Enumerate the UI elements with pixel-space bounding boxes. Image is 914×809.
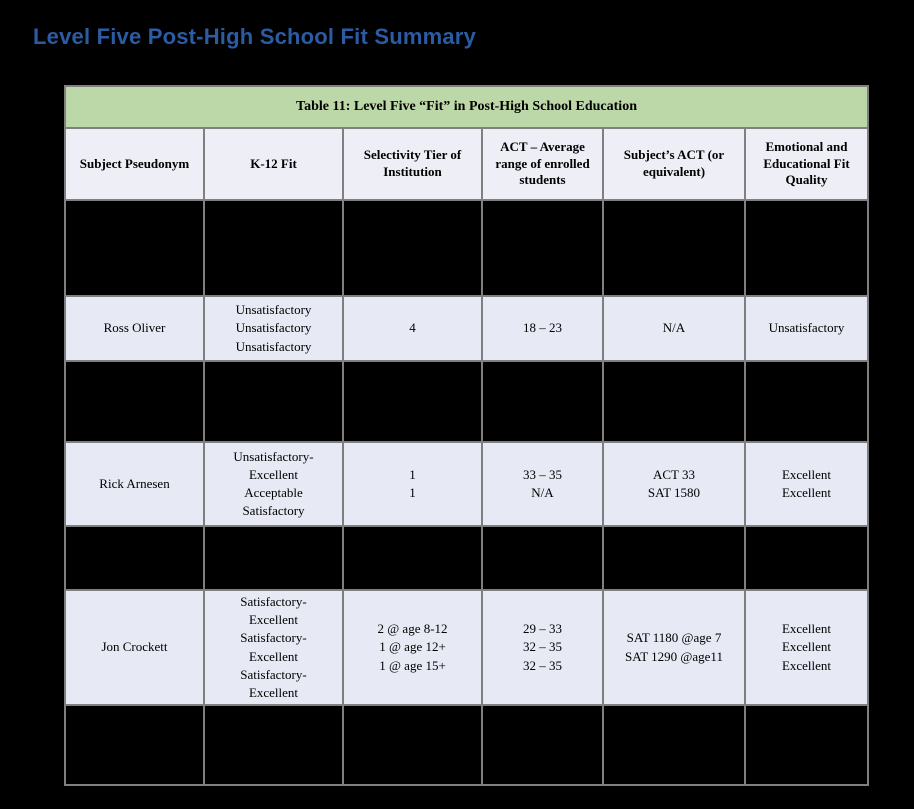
table-caption-row: Table 11: Level Five “Fit” in Post-High … bbox=[63, 85, 870, 129]
cell-k12-fit: Unsatisfactory Unsatisfactory Unsatisfac… bbox=[203, 295, 344, 362]
column-header-subject-pseudonym: Subject Pseudonym bbox=[64, 127, 205, 201]
column-header-act-range: ACT – Average range of enrolled students bbox=[481, 127, 604, 201]
redacted-cell bbox=[64, 704, 205, 787]
cell-fit-quality: Unsatisfactory bbox=[743, 295, 870, 362]
redacted-cell bbox=[602, 704, 746, 787]
cell-selectivity-tier: 4 bbox=[342, 295, 483, 362]
data-row-ross-oliver: Ross Oliver Unsatisfactory Unsatisfactor… bbox=[64, 295, 870, 362]
redacted-row bbox=[64, 199, 870, 297]
redacted-cell bbox=[602, 199, 746, 297]
redacted-row bbox=[64, 360, 870, 443]
redacted-row bbox=[64, 704, 870, 787]
cell-act-range: 18 – 23 bbox=[481, 295, 604, 362]
cell-fit-quality: Excellent Excellent bbox=[743, 441, 870, 527]
redacted-cell bbox=[64, 525, 205, 591]
redacted-cell bbox=[481, 704, 604, 787]
table-caption: Table 11: Level Five “Fit” in Post-High … bbox=[63, 85, 870, 129]
redacted-cell bbox=[481, 199, 604, 297]
cell-subject-act: ACT 33 SAT 1580 bbox=[602, 441, 746, 527]
fit-summary-table: Table 11: Level Five “Fit” in Post-High … bbox=[63, 85, 870, 787]
column-header-k12-fit: K-12 Fit bbox=[203, 127, 344, 201]
redacted-cell bbox=[481, 525, 604, 591]
column-header-selectivity-tier: Selectivity Tier of Institution bbox=[342, 127, 483, 201]
data-row-rick-arnesen: Rick Arnesen Unsatisfactory- Excellent A… bbox=[64, 441, 870, 527]
cell-k12-fit: Unsatisfactory- Excellent Acceptable Sat… bbox=[203, 441, 344, 527]
redacted-cell bbox=[743, 704, 870, 787]
page-title: Level Five Post-High School Fit Summary bbox=[33, 24, 476, 49]
redacted-cell bbox=[602, 525, 746, 591]
cell-selectivity-tier: 1 1 bbox=[342, 441, 483, 527]
redacted-row bbox=[64, 525, 870, 591]
redacted-cell bbox=[342, 525, 483, 591]
cell-act-range: 33 – 35 N/A bbox=[481, 441, 604, 527]
redacted-cell bbox=[342, 704, 483, 787]
cell-fit-quality: Excellent Excellent Excellent bbox=[743, 588, 870, 707]
redacted-cell bbox=[203, 525, 344, 591]
cell-subject-pseudonym: Rick Arnesen bbox=[64, 441, 205, 527]
redacted-cell bbox=[743, 199, 870, 297]
cell-subject-act: N/A bbox=[602, 295, 746, 362]
redacted-cell bbox=[743, 360, 870, 443]
redacted-cell bbox=[203, 199, 344, 297]
redacted-cell bbox=[203, 704, 344, 787]
redacted-cell bbox=[743, 525, 870, 591]
redacted-cell bbox=[481, 360, 604, 443]
cell-subject-pseudonym: Ross Oliver bbox=[64, 295, 205, 362]
table-header-row: Subject Pseudonym K-12 Fit Selectivity T… bbox=[64, 127, 870, 201]
redacted-cell bbox=[64, 199, 205, 297]
cell-k12-fit: Satisfactory- Excellent Satisfactory- Ex… bbox=[203, 588, 344, 707]
redacted-cell bbox=[64, 360, 205, 443]
column-header-subject-act: Subject’s ACT (or equivalent) bbox=[602, 127, 746, 201]
data-row-jon-crockett: Jon Crockett Satisfactory- Excellent Sat… bbox=[64, 588, 870, 707]
redacted-cell bbox=[602, 360, 746, 443]
cell-subject-act: SAT 1180 @age 7 SAT 1290 @age11 bbox=[602, 588, 746, 707]
cell-act-range: 29 – 33 32 – 35 32 – 35 bbox=[481, 588, 604, 707]
cell-selectivity-tier: 2 @ age 8-12 1 @ age 12+ 1 @ age 15+ bbox=[342, 588, 483, 707]
redacted-cell bbox=[203, 360, 344, 443]
redacted-cell bbox=[342, 360, 483, 443]
cell-subject-pseudonym: Jon Crockett bbox=[64, 588, 205, 707]
column-header-fit-quality: Emotional and Educational Fit Quality bbox=[743, 127, 870, 201]
redacted-cell bbox=[342, 199, 483, 297]
